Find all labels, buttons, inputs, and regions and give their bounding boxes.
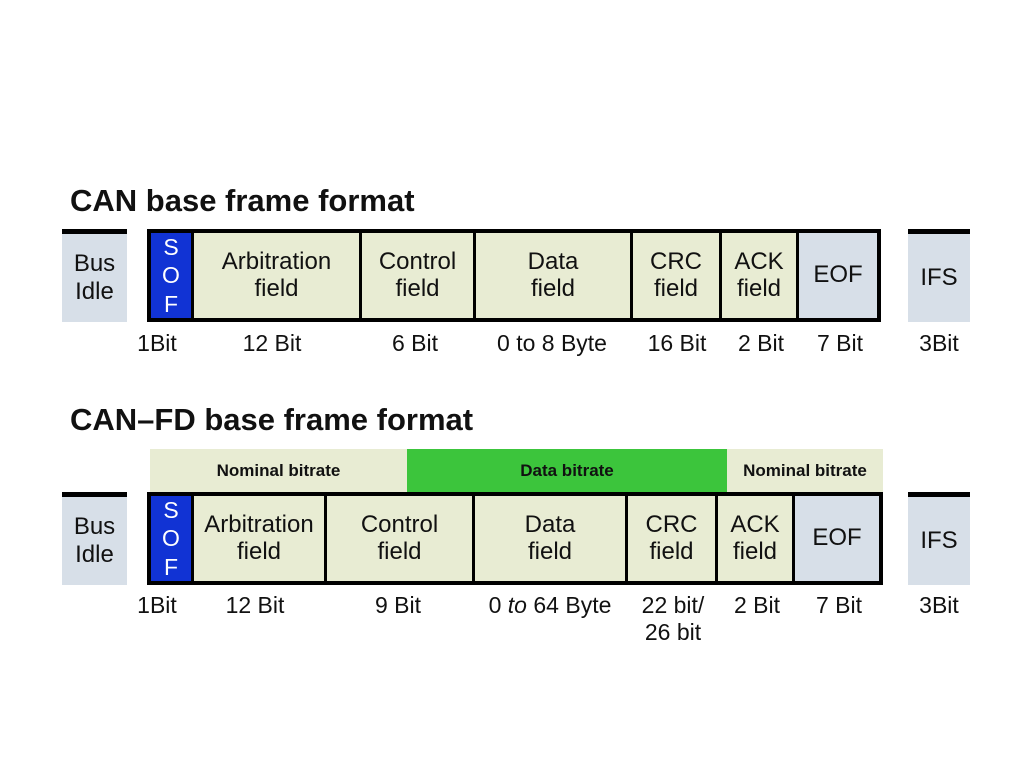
data-bits-label: 0 to 8 Byte xyxy=(497,330,607,356)
arbitration-field-box: Arbitration field xyxy=(191,233,359,318)
data-field-box: Data field xyxy=(473,233,630,318)
sof-bits-label: 1Bit xyxy=(137,330,177,356)
eof-box: EOF xyxy=(792,496,879,581)
eof-bits-label: 7 Bit xyxy=(815,592,863,618)
sof-bits-label: 1Bit xyxy=(137,592,177,618)
ack-bits-label: 2 Bit xyxy=(737,330,785,356)
arbitration-bits-label: 12 Bit xyxy=(225,592,285,618)
ifs-box: IFS xyxy=(908,492,970,585)
ifs-bits-label: 3Bit xyxy=(919,592,959,618)
arbitration-field-box: Arbitration field xyxy=(191,496,324,581)
sof-box: S O F xyxy=(151,233,191,318)
control-field-box: Control field xyxy=(324,496,472,581)
nominal-bitrate-right-label: Nominal bitrate xyxy=(727,449,883,492)
eof-bits-label: 7 Bit xyxy=(816,330,864,356)
ack-bits-label: 2 Bit xyxy=(733,592,781,618)
nominal-bitrate-left-label: Nominal bitrate xyxy=(150,449,407,492)
eof-box: EOF xyxy=(796,233,877,318)
data-field-box: Data field xyxy=(472,496,625,581)
control-bits-label: 9 Bit xyxy=(374,592,422,618)
control-bits-label: 6 Bit xyxy=(391,330,439,356)
can-frame: S O F Arbitration field Control field Da… xyxy=(147,229,881,322)
bus-idle-box: Bus Idle xyxy=(62,229,127,322)
crc-field-box: CRC field xyxy=(625,496,715,581)
crc-bits-label: 16 Bit xyxy=(647,330,707,356)
ack-field-box: ACK field xyxy=(715,496,792,581)
sof-box: S O F xyxy=(151,496,191,581)
data-bits-label: 0 to 64 Byte xyxy=(488,592,612,618)
can-base-title: CAN base frame format xyxy=(70,183,415,218)
data-bitrate-label: Data bitrate xyxy=(407,449,727,492)
can-fd-frame: S O F Arbitration field Control field Da… xyxy=(147,492,883,585)
crc-field-box: CRC field xyxy=(630,233,719,318)
ifs-bits-label: 3Bit xyxy=(919,330,959,356)
crc-bits-label: 22 bit/ 26 bit xyxy=(641,592,705,646)
bus-idle-box: Bus Idle xyxy=(62,492,127,585)
bitrate-bar: Nominal bitrate Data bitrate Nominal bit… xyxy=(150,449,883,492)
control-field-box: Control field xyxy=(359,233,473,318)
ifs-box: IFS xyxy=(908,229,970,322)
can-fd-title: CAN–FD base frame format xyxy=(70,402,474,437)
ack-field-box: ACK field xyxy=(719,233,796,318)
arbitration-bits-label: 12 Bit xyxy=(242,330,302,356)
